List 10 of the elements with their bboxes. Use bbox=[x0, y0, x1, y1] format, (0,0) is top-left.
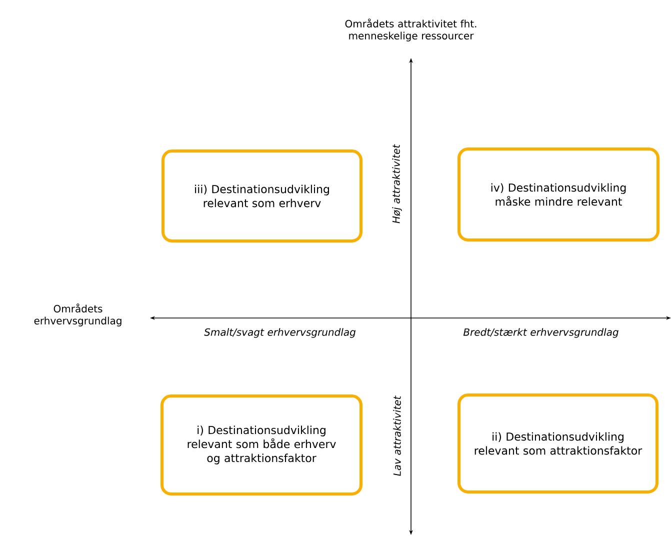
axis-label: Lav attraktivitet bbox=[393, 396, 401, 476]
axis-label: Smalt/svagt erhvervsgrundlag bbox=[204, 328, 356, 338]
axis-title: Områdets erhvervsgrundlag bbox=[34, 304, 122, 326]
quadrant-box: i) Destinationsudvikling relevant som både erhverv og attraktionsfaktor bbox=[160, 394, 362, 496]
axis-label: Høj attraktivitet bbox=[392, 144, 402, 224]
axis-label: Bredt/stærkt erhvervsgrundlag bbox=[463, 328, 618, 338]
quadrant-box: iii) Destinationsudvikling relevant som erhverv bbox=[162, 150, 362, 242]
quadrant-box: iv) Destinationsudvikling måske mindre relevant bbox=[458, 148, 660, 242]
quadrant-box: ii) Destinationsudvikling relevant som attraktionsfaktor bbox=[458, 394, 658, 494]
axis-title: Områdets attraktivitet fht. menneskelige ressourcer bbox=[345, 18, 476, 42]
